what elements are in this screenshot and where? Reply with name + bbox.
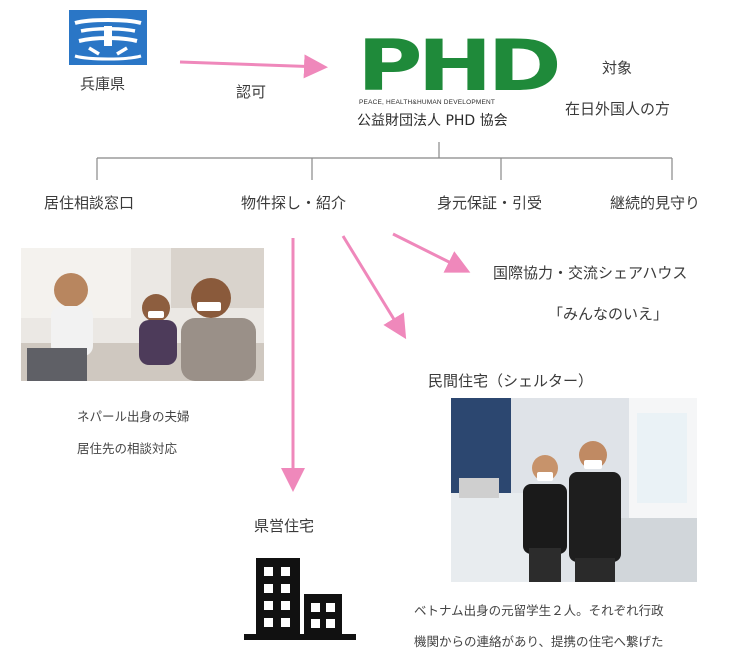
service-guarantee: 身元保証・引受 <box>437 194 543 212</box>
phd-logo: PHD PEACE, HEALTH&HUMAN DEVELOPMENT 公益財団… <box>357 30 562 140</box>
hyogo-label: 兵庫県 <box>80 75 126 93</box>
service-property-search: 物件探し・紹介 <box>241 194 347 212</box>
shelter-label: 民間住宅（シェルター） <box>428 372 594 390</box>
share-house-name: 国際協力・交流シェアハウス <box>493 264 688 282</box>
target-value: 在日外国人の方 <box>565 100 671 118</box>
nepal-couple-photo <box>21 248 264 381</box>
public-housing-label: 県営住宅 <box>254 517 315 535</box>
vietnam-students-photo <box>451 398 697 582</box>
arrow-approval <box>179 54 328 79</box>
share-house-subtitle: 「みんなのいえ」 <box>548 305 669 323</box>
hyogo-emblem-icon <box>69 10 147 65</box>
nepal-caption-line2: 居住先の相談対応 <box>77 441 178 456</box>
target-title: 対象 <box>602 59 633 77</box>
vietnam-caption-line1: ベトナム出身の元留学生２人。それぞれ行政 <box>414 603 664 618</box>
vietnam-caption-line2: 機関からの連絡があり、提携の住宅へ繋げた <box>414 634 664 649</box>
phd-org-name: 公益財団法人 PHD 協会 <box>357 113 508 129</box>
arrow-to-shelter <box>341 235 407 340</box>
phd-logo-text: PHD <box>357 25 562 107</box>
arrow-to-share-house <box>392 232 471 273</box>
nepal-caption-line1: ネパール出身の夫婦 <box>77 409 190 424</box>
service-monitoring: 継続的見守り <box>610 194 701 212</box>
service-consultation: 居住相談窓口 <box>44 194 135 212</box>
approval-label: 認可 <box>236 83 267 101</box>
service-tree-lines <box>96 142 673 180</box>
phd-tagline: PEACE, HEALTH&HUMAN DEVELOPMENT <box>359 99 496 106</box>
building-icon <box>244 558 356 640</box>
